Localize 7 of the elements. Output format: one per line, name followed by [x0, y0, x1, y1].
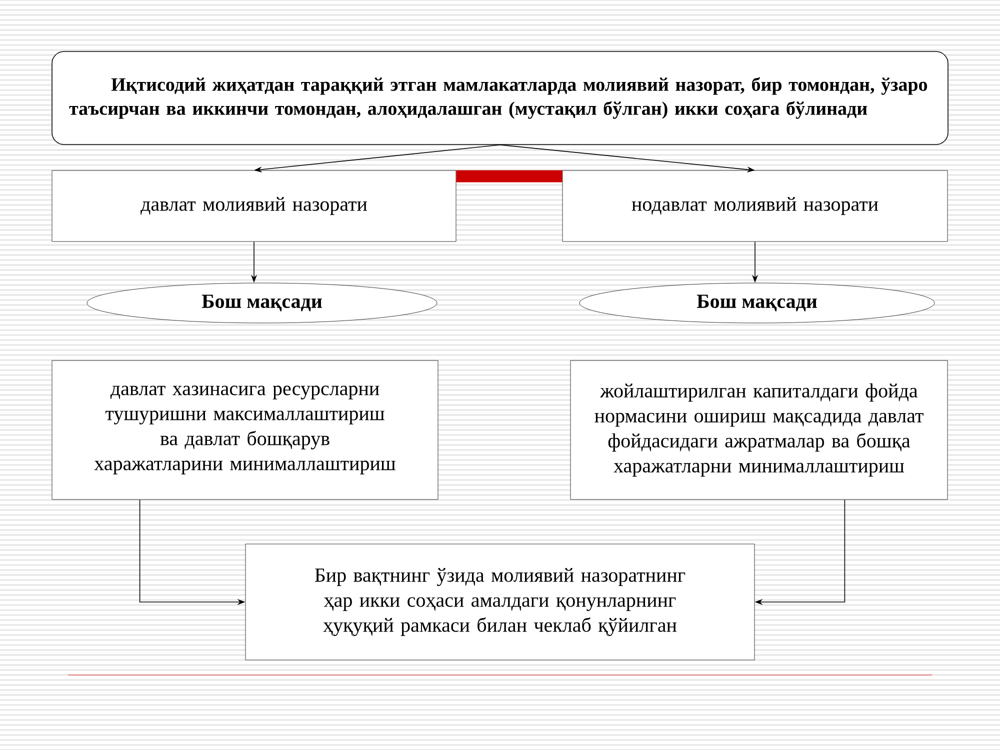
process-box: нодавлат молиявий назорати	[562, 170, 948, 242]
statement-box: Иқтисодий жиҳатдан тараққий этган мамлакатларда молиявий назорат, бир томондан, ўзаро таъсирчан ва иккинчи томондан, алоҳидалашган (мустақил бўлган) икки соҳага бўлинади	[52, 51, 948, 145]
process-box: давлат молиявий назорати	[52, 170, 456, 242]
process-box: Бир вақтнинг ўзида молиявий назоратнинг ҳар икки соҳаси амалдаги қонунларнинг ҳуқуқий рамкаси билан чеклаб қўйилган	[245, 544, 755, 660]
process-box: жойлаштирилган капиталдаги фойда нормасини ошириш мақсадида давлат фойдасидаги ажратмалар ва бошқа харажатларни минималлаштириш	[570, 360, 948, 500]
connector-bar	[456, 170, 562, 182]
process-box: давлат хазинасига ресурсларни тушуришни максималлаштириш ва давлат бошқарув харажатларини минималлаштириш	[52, 360, 438, 500]
